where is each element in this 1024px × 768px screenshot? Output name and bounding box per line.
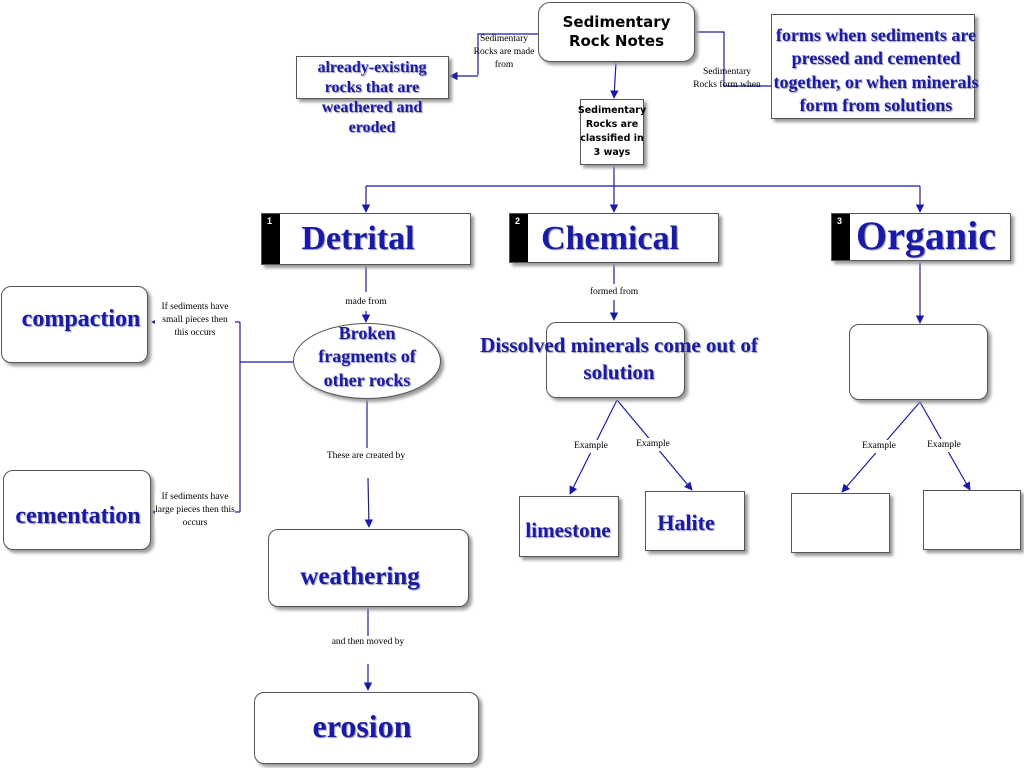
dissolved-text: Dissolved minerals come out of solution [480, 333, 758, 385]
organic-example-label-1: Example [854, 440, 904, 453]
erosion-node [254, 692, 479, 764]
moved-by-label: and then moved by [324, 636, 412, 649]
category-number: 3 [832, 214, 850, 260]
large-pieces-label: If sediments have large pieces then this… [155, 491, 235, 530]
fragments-text: Broken fragments of other rocks [318, 323, 416, 390]
category-label-detrital: Detrital [301, 220, 415, 257]
cementation-node [3, 470, 151, 550]
halite-node [645, 491, 745, 551]
detrital-made-from-label: made from [326, 296, 406, 309]
category-chemical: 2 [509, 213, 719, 263]
classified-text: Sedimentary Rocks are classified in 3 wa… [577, 105, 647, 158]
form-when-node [771, 14, 975, 119]
created-by-label: These are created by [318, 450, 414, 463]
made-from-label: Sedimentary Rocks are made from [473, 34, 535, 70]
dissolved-node [546, 322, 685, 398]
category-number: 1 [262, 214, 280, 264]
form-when-answer: forms when sediments are pressed and cem… [773, 25, 979, 116]
small-pieces-label: If sediments have small pieces then this… [155, 301, 235, 340]
title-node: Sedimentary Rock Notes [538, 2, 695, 62]
category-detrital: 1 [261, 213, 471, 265]
title-text: Sedimentary Rock Notes [562, 12, 671, 51]
category-organic: 3 [831, 213, 1011, 261]
organic-formed-node [849, 324, 988, 400]
chemical-example-label-1: Example [566, 440, 616, 453]
erosion-text: erosion [312, 708, 412, 744]
form-when-label: Sedimentary Rocks form when [693, 67, 761, 90]
organic-example-node-2 [923, 490, 1021, 550]
made-from-node [296, 56, 449, 99]
organic-example-label-2: Example [919, 439, 969, 452]
made-from-answer: already-existing rocks that are weathere… [317, 59, 427, 136]
organic-example-node-1 [791, 493, 890, 553]
weathering-node [268, 529, 469, 607]
fragments-node [293, 323, 441, 399]
compaction-text: compaction [21, 306, 141, 332]
category-label-chemical: Chemical [541, 220, 679, 257]
chemical-example-label-2: Example [628, 438, 678, 451]
limestone-node [519, 496, 619, 557]
category-number: 2 [510, 214, 528, 262]
compaction-node [1, 286, 148, 363]
weathering-text: weathering [300, 563, 420, 590]
cementation-text: cementation [15, 503, 141, 529]
limestone-text: limestone [525, 518, 611, 542]
classified-node: Sedimentary Rocks are classified in 3 wa… [577, 99, 647, 165]
halite-text: Halite [657, 510, 715, 535]
category-label-organic: Organic [856, 213, 996, 258]
formed-from-label: formed from [578, 286, 650, 299]
